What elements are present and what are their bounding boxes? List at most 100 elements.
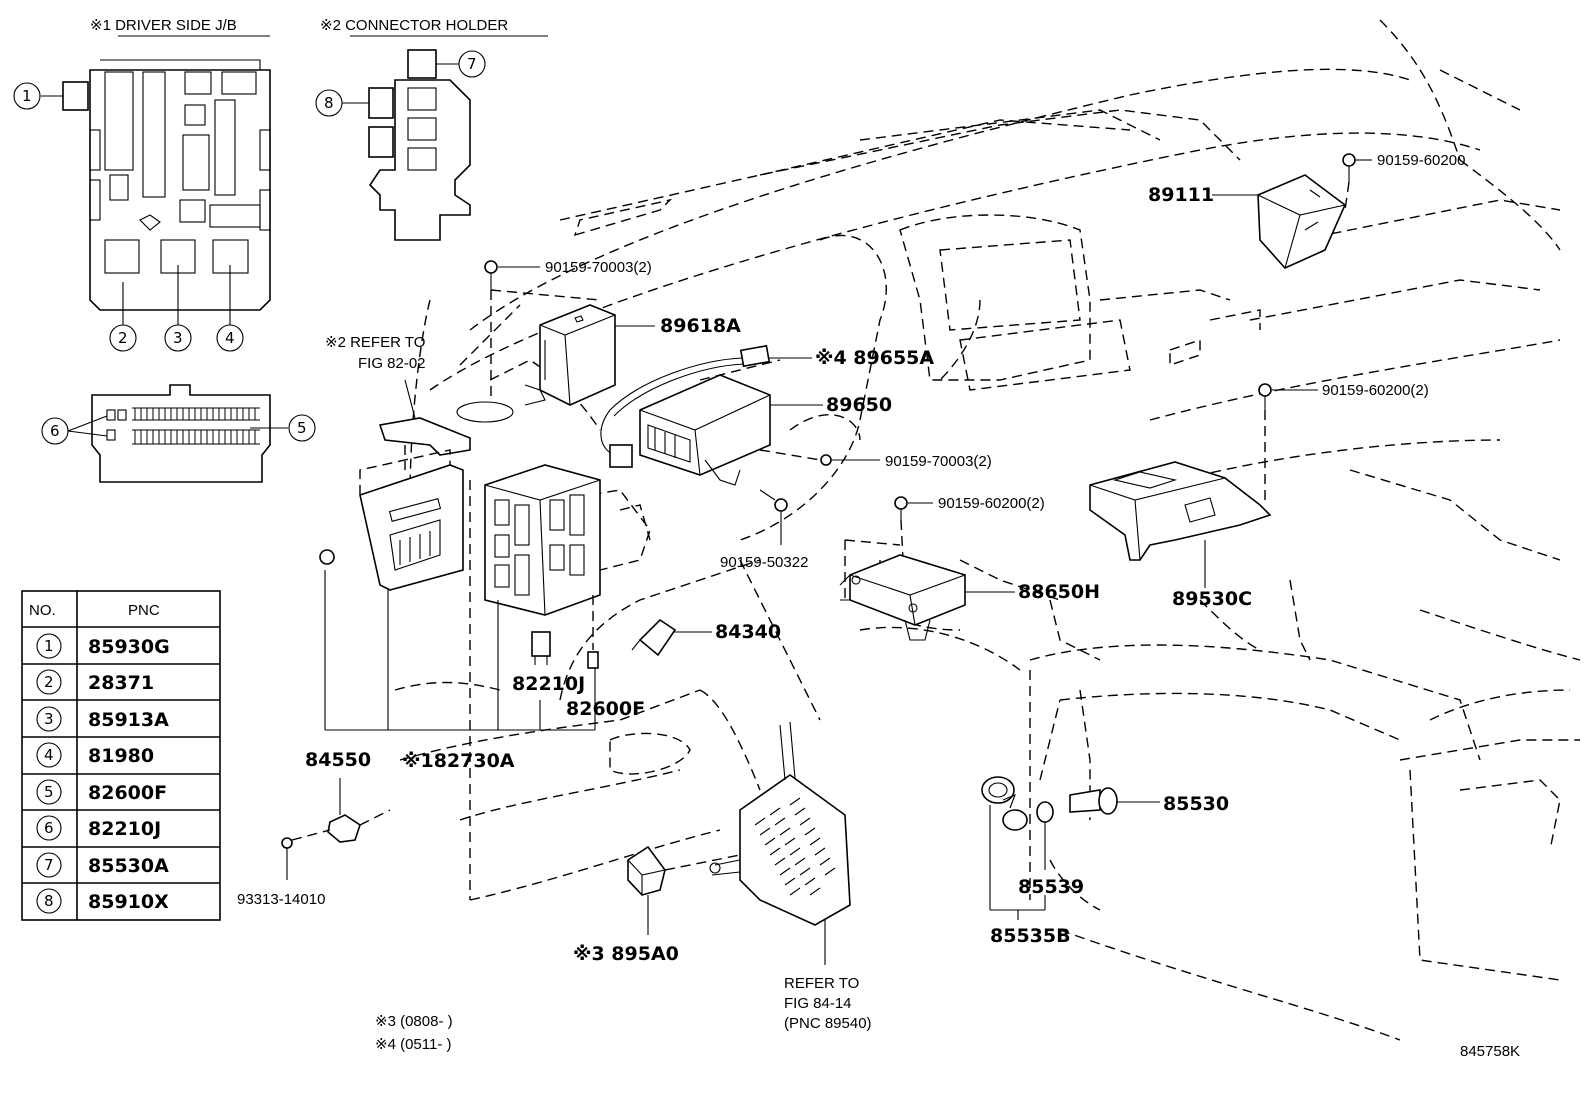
part-89618A	[456, 304, 655, 423]
pnc-table-header-pnc: PNC	[128, 602, 160, 619]
table-row: 4 81980	[36, 742, 154, 768]
label-82600F: 82600F	[566, 698, 645, 720]
bracket-82-02	[378, 379, 471, 470]
table-row: 3 85913A	[36, 706, 169, 732]
part-screw-93313	[281, 829, 331, 880]
part-895A0	[627, 845, 741, 935]
bolt-90159-60200-r	[1258, 383, 1318, 505]
part-harness-89540	[709, 721, 851, 965]
label-82730A: ※182730A	[402, 750, 515, 772]
label-90159-60200-r: 90159-60200(2)	[1322, 382, 1429, 399]
refer-82-line1: ※2 REFER TO	[325, 334, 425, 351]
svg-text:82210J: 82210J	[88, 818, 161, 840]
part-89655A	[600, 344, 812, 468]
svg-text:3: 3	[173, 329, 183, 347]
label-85535B: 85535B	[990, 925, 1071, 947]
svg-text:3: 3	[44, 710, 54, 728]
label-90159-70003-a: 90159-70003(2)	[545, 259, 652, 276]
svg-text:8: 8	[324, 94, 334, 112]
callout-5: 5	[288, 414, 316, 442]
bolt-90159-70003-a	[459, 260, 601, 400]
label-85539: 85539	[1018, 876, 1084, 898]
callout-4: 4	[216, 324, 244, 352]
label-88650H: 88650H	[1018, 581, 1100, 603]
bolt-90159-70003-b	[759, 449, 880, 466]
table-row: 8 85910X	[36, 888, 169, 914]
callout-3: 3	[164, 324, 192, 352]
label-89618A: 89618A	[660, 315, 741, 337]
part-82600F	[587, 595, 599, 669]
part-82210J	[531, 631, 551, 665]
part-driver-jb-3d	[324, 464, 601, 731]
callout-6: 6	[41, 417, 69, 445]
connector-holder-header: ※2 CONNECTOR HOLDER	[320, 17, 508, 34]
svg-text:4: 4	[225, 329, 235, 347]
pnc-table-header-no: NO.	[29, 602, 56, 619]
dashboard-outline	[394, 19, 1581, 1041]
part-85530	[1069, 787, 1160, 815]
table-row: 2 28371	[36, 669, 154, 695]
svg-text:7: 7	[44, 856, 54, 874]
figure-id: 845758K	[1460, 1043, 1520, 1060]
callout-1: 1	[13, 82, 41, 110]
label-90159-50322: 90159-50322	[720, 554, 808, 571]
svg-text:85913A: 85913A	[88, 709, 169, 731]
svg-text:28371: 28371	[88, 672, 154, 694]
refer-84-line2: FIG 84-14	[784, 995, 852, 1012]
svg-text:2: 2	[44, 673, 54, 691]
connector-strip-illustration	[67, 384, 288, 483]
label-85530: 85530	[1163, 793, 1229, 815]
part-pcb-board	[359, 449, 464, 730]
bolt-90159-60200-top	[1342, 153, 1372, 211]
refer-82-line2: FIG 82-02	[358, 355, 426, 372]
svg-text:8: 8	[44, 892, 54, 910]
label-90159-60200-top: 90159-60200	[1377, 152, 1465, 169]
svg-text:85930G: 85930G	[88, 636, 170, 658]
part-84340	[631, 618, 712, 657]
table-row: 7 85530A	[36, 852, 169, 878]
svg-text:5: 5	[44, 783, 54, 801]
label-90159-70003-b: 90159-70003(2)	[885, 453, 992, 470]
part-89650	[639, 374, 823, 486]
svg-text:1: 1	[22, 87, 32, 105]
label-84550: 84550	[305, 749, 371, 771]
part-84550	[319, 549, 391, 843]
part-88650H	[839, 539, 1015, 641]
driver-jb-header: ※1 DRIVER SIDE J/B	[90, 17, 237, 34]
svg-text:85530A: 85530A	[88, 855, 169, 877]
connector-holder-illustration	[342, 49, 471, 241]
label-89650: 89650	[826, 394, 892, 416]
svg-text:7: 7	[467, 55, 477, 73]
part-89530C	[1089, 461, 1272, 588]
table-row: 5 82600F	[36, 779, 167, 805]
note-3: ※3 (0808- )	[375, 1013, 453, 1030]
svg-text:6: 6	[44, 819, 54, 837]
svg-text:6: 6	[50, 422, 60, 440]
svg-text:5: 5	[297, 419, 307, 437]
table-row: 6 82210J	[36, 815, 161, 841]
svg-text:85910X: 85910X	[88, 891, 169, 913]
label-89530C: 89530C	[1172, 588, 1252, 610]
svg-text:81980: 81980	[88, 745, 154, 767]
part-85535B	[981, 776, 1054, 920]
label-82210J: 82210J	[512, 673, 585, 695]
label-895A0: ※3 895A0	[573, 943, 679, 965]
callout-8: 8	[315, 89, 343, 117]
part-89111	[1212, 174, 1346, 269]
refer-84-line1: REFER TO	[784, 975, 859, 992]
svg-text:4: 4	[44, 746, 54, 764]
driver-jb-illustration	[41, 59, 271, 325]
svg-text:82600F: 82600F	[88, 782, 167, 804]
svg-text:2: 2	[118, 329, 128, 347]
callout-2: 2	[109, 324, 137, 352]
note-4: ※4 (0511- )	[375, 1036, 452, 1053]
label-89111: 89111	[1148, 184, 1214, 206]
bolt-90159-50322	[759, 489, 788, 545]
label-84340: 84340	[715, 621, 781, 643]
callout-7: 7	[458, 50, 486, 78]
label-89655A: ※4 89655A	[815, 347, 934, 369]
label-90159-60200-m: 90159-60200(2)	[938, 495, 1045, 512]
